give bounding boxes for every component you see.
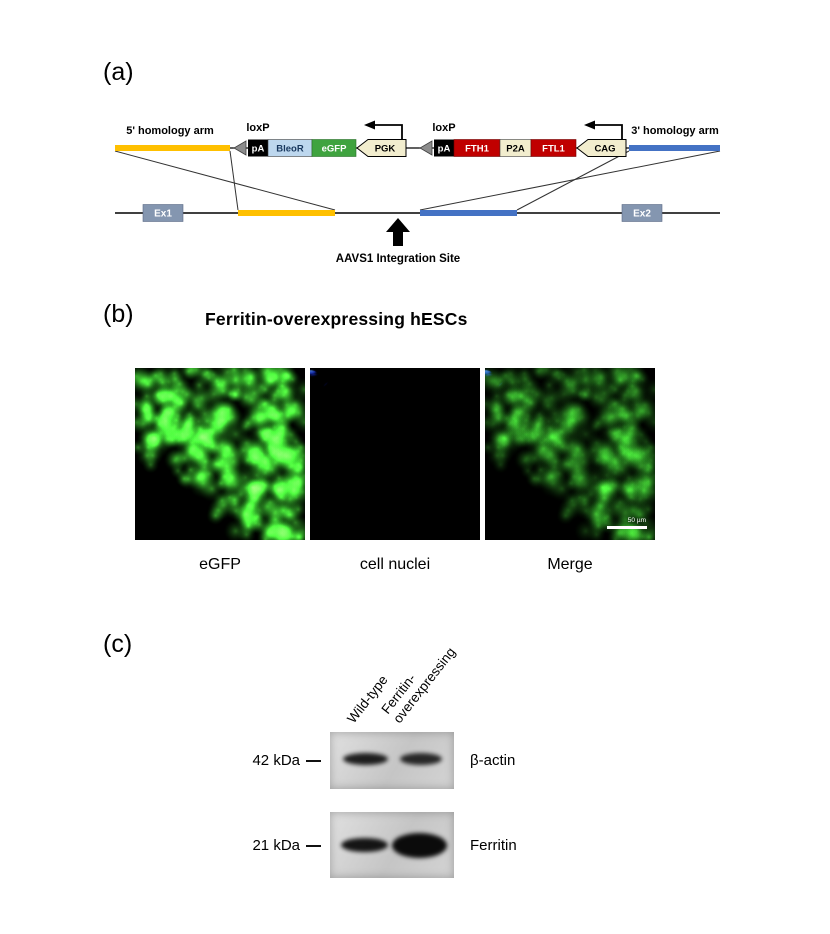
merge-image-frame: 50 µm xyxy=(485,368,655,540)
crossover-line-left-1 xyxy=(114,150,336,211)
beta-actin-band-ferritin xyxy=(400,753,442,765)
protein-ferritin: Ferritin xyxy=(470,837,517,854)
panel-c-label: (c) xyxy=(103,630,133,658)
egfp-label: eGFP xyxy=(322,144,347,155)
marker-42kda: 42 kDa xyxy=(252,752,300,769)
marker-42kda-tick xyxy=(306,760,321,762)
egfp-box xyxy=(311,139,357,157)
crossover-line-right-1 xyxy=(516,150,630,211)
loxp-label-1: loxP xyxy=(246,122,269,134)
beta-actin-blot xyxy=(330,732,454,789)
marker-21kda-tick xyxy=(306,845,321,847)
beta-actin-band-wildtype xyxy=(343,753,388,765)
marker-21kda: 21 kDa xyxy=(252,837,300,854)
ferritin-blot xyxy=(330,812,454,878)
pa-label-2: pA xyxy=(438,144,451,155)
crossover-line-left-2 xyxy=(229,150,239,211)
caption-egfp: eGFP xyxy=(199,556,241,573)
panel-b-title: Ferritin-overexpressing hESCs xyxy=(205,309,468,329)
nuclei-image-frame xyxy=(310,368,480,540)
ftl1-box xyxy=(530,139,577,157)
egfp-image xyxy=(135,368,305,540)
pgk-promoter-arrow xyxy=(356,139,407,157)
ferritin-band-ferritin xyxy=(392,833,447,858)
cag-promoter-arrow xyxy=(576,139,627,157)
caption-merge: Merge xyxy=(547,556,593,573)
three-prime-arm-label: 3' homology arm xyxy=(631,125,719,137)
integration-site-arrow-icon xyxy=(386,218,410,246)
ftl1-label: FTL1 xyxy=(542,144,565,155)
panel-a-diagram: 5' homology arm 3' homology arm loxP pA … xyxy=(114,120,721,265)
loxp-triangle-2 xyxy=(419,140,433,156)
panel-b-label: (b) xyxy=(103,300,134,328)
integration-site-label: AAVS1 Integration Site xyxy=(336,253,460,265)
exon1-label: Ex1 xyxy=(154,209,172,220)
ferritin-band-wildtype xyxy=(341,838,388,852)
cag-tss-arrow xyxy=(594,124,623,139)
merge-image xyxy=(485,368,655,540)
crossover-line-right-2 xyxy=(419,150,721,211)
pa-label-1: pA xyxy=(252,144,265,155)
loxp-triangle-1 xyxy=(233,140,247,156)
pa-box-1 xyxy=(248,139,268,157)
exon2-box xyxy=(621,204,663,222)
fth1-label: FTH1 xyxy=(465,144,489,155)
caption-nuclei: cell nuclei xyxy=(359,556,431,573)
exon2-label: Ex2 xyxy=(633,209,651,220)
cag-tss-arrowhead-icon xyxy=(584,120,595,130)
bleor-label: BleoR xyxy=(276,144,304,155)
egfp-image-frame xyxy=(135,368,305,540)
loxp-label-2: loxP xyxy=(432,122,455,134)
protein-beta-actin: β-actin xyxy=(470,752,516,769)
scale-bar xyxy=(607,526,647,529)
p2a-label: P2A xyxy=(506,144,525,155)
cag-label: CAG xyxy=(594,144,615,155)
scale-bar-label: 50 µm xyxy=(627,517,646,524)
five-prime-arm-label: 5' homology arm xyxy=(126,125,214,137)
nuclei-image xyxy=(310,368,480,540)
pa-box-2 xyxy=(434,139,454,157)
pgk-tss-arrow xyxy=(374,124,403,139)
panel-a-label: (a) xyxy=(103,58,134,86)
pgk-tss-arrowhead-icon xyxy=(364,120,375,130)
pgk-label: PGK xyxy=(375,144,396,155)
exon1-box xyxy=(142,204,184,222)
